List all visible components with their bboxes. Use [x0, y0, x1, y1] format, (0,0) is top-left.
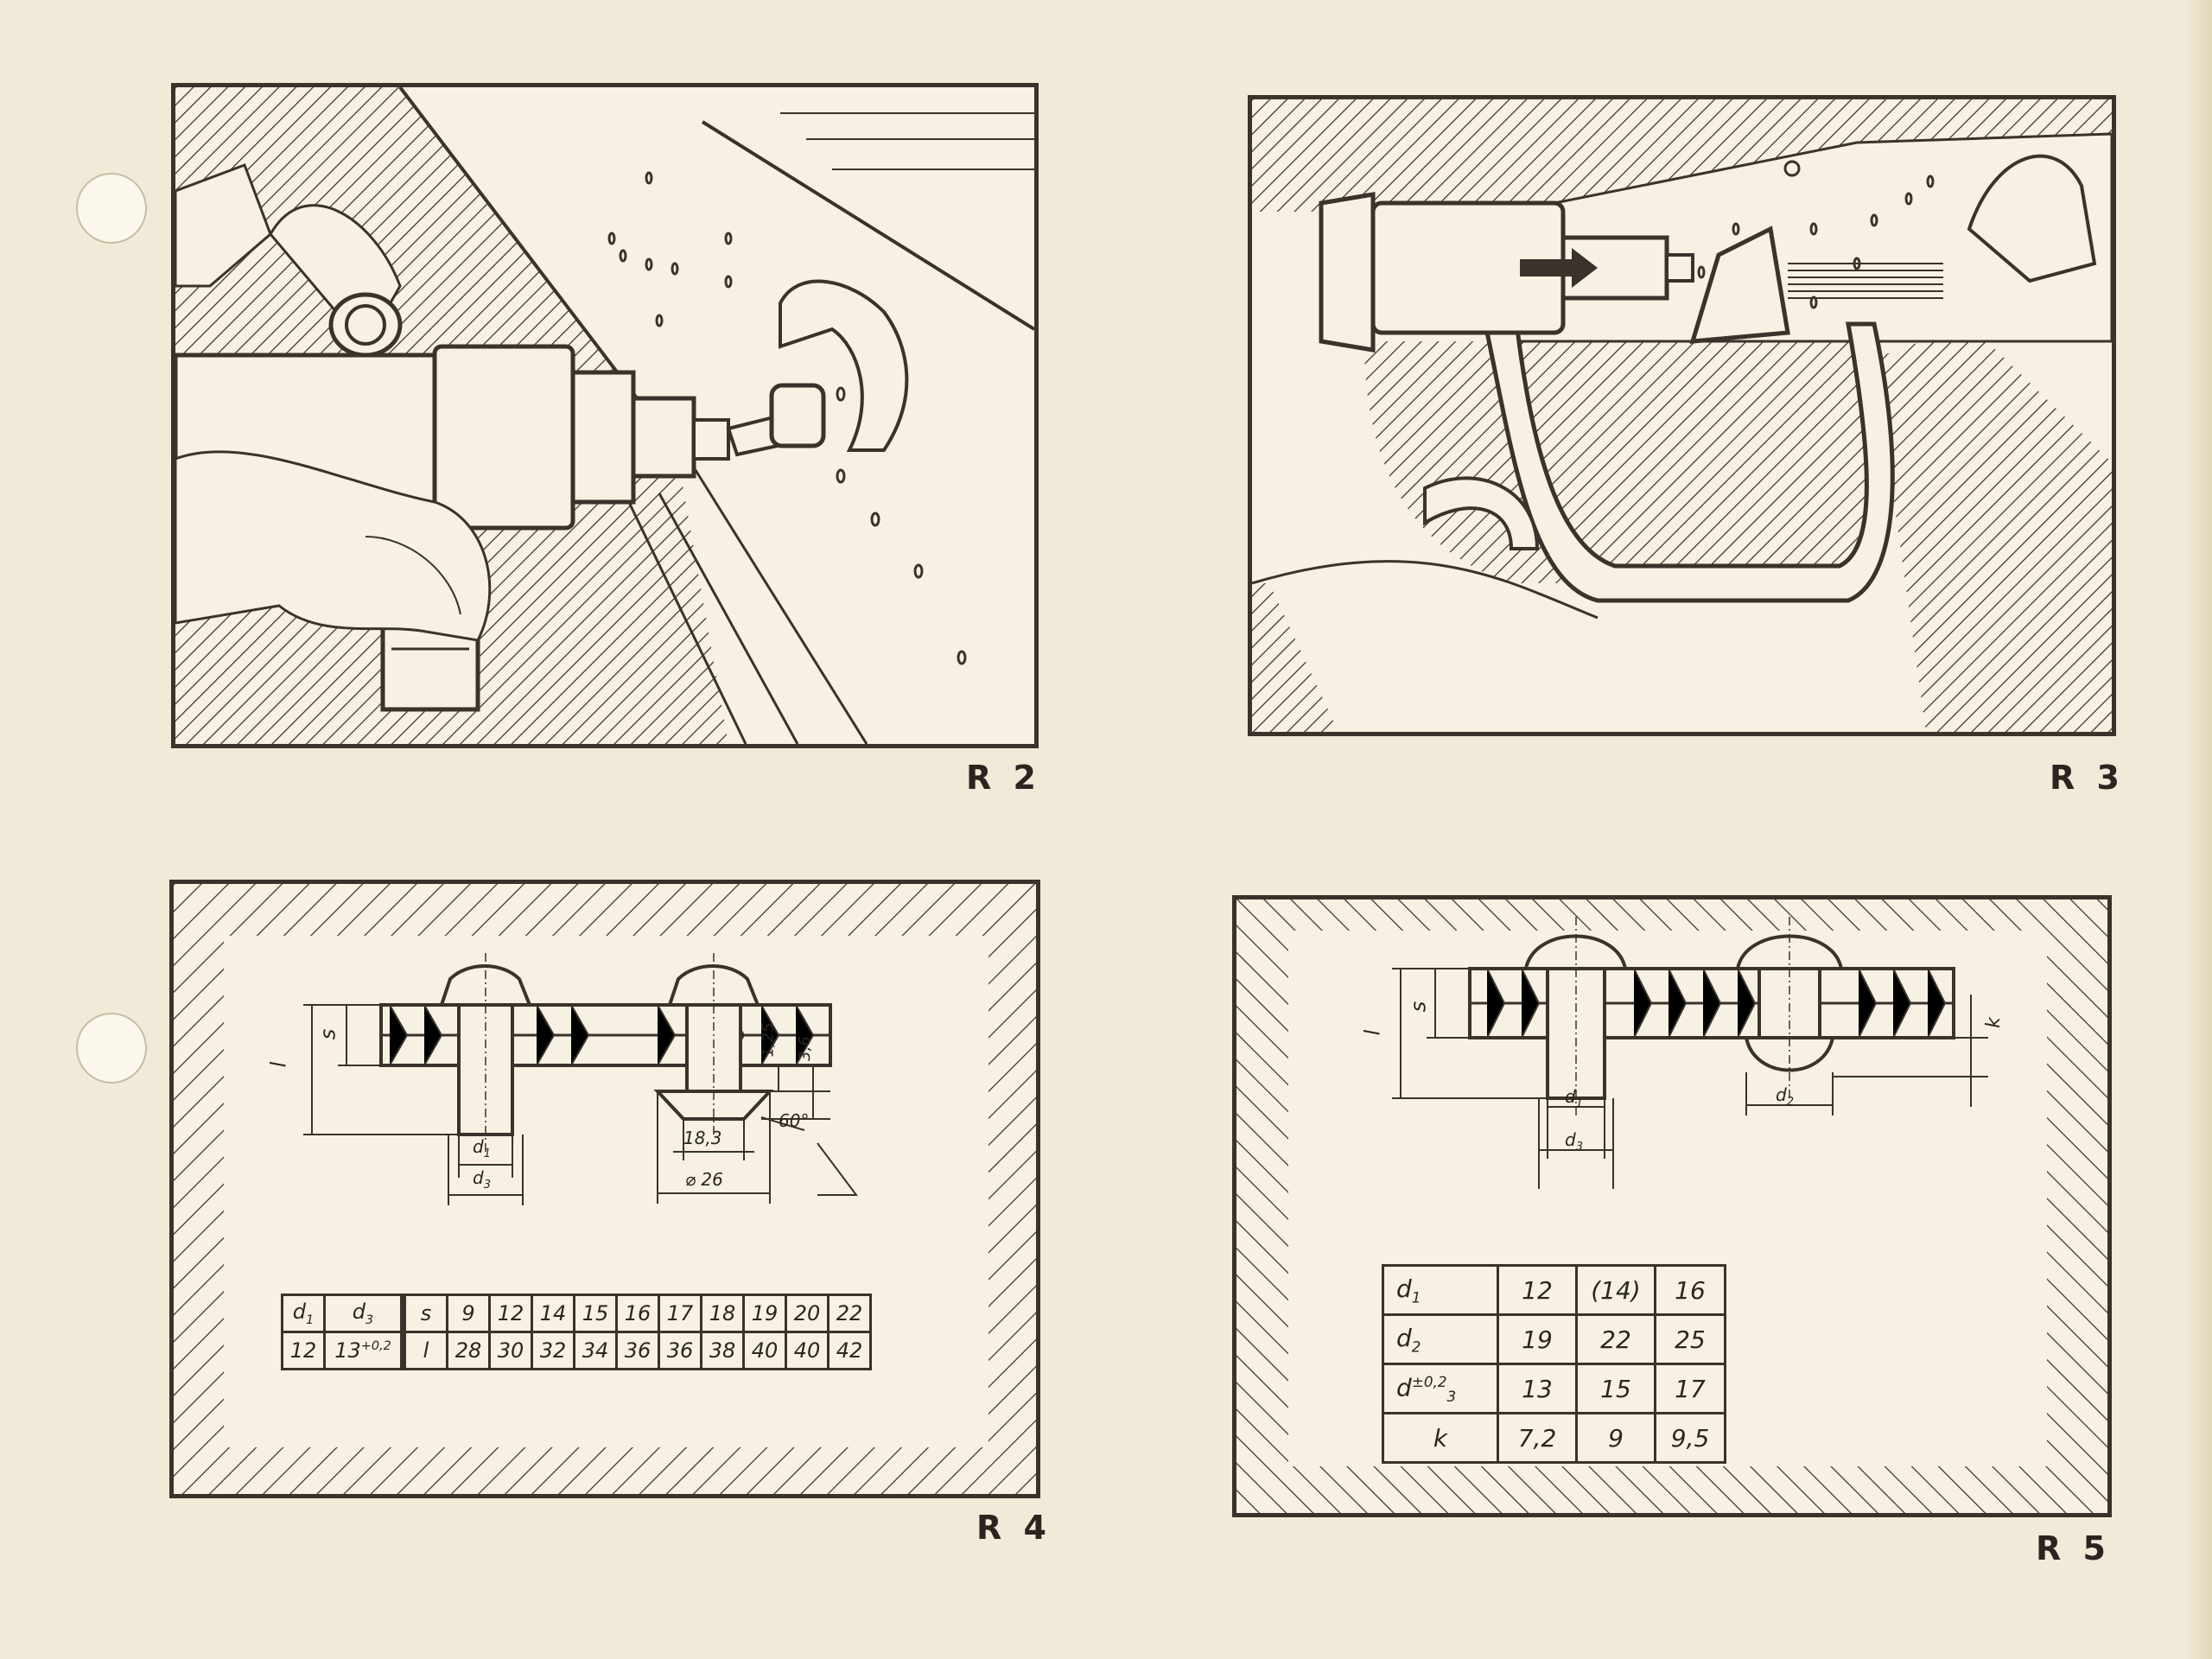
r5-dim-d2: d2 — [1776, 1084, 1794, 1109]
r5-dim-d1: d1 — [1565, 1086, 1583, 1110]
r4-dim-l: l — [266, 1061, 291, 1068]
punch-hole-top — [76, 173, 147, 244]
r5-hatch-border — [1236, 899, 2107, 1513]
r4-dim-angle: 60° — [779, 1110, 810, 1131]
table-row: d1 12 (14) 16 — [1382, 1264, 1726, 1316]
r2-drill-illustration — [175, 87, 1034, 744]
table-row: d±0,23 13 15 17 — [1382, 1363, 1726, 1414]
table-row: k 7,2 9 9,5 — [1382, 1412, 1726, 1464]
r4-hatch-border — [174, 884, 1036, 1494]
figure-r3 — [1248, 95, 2116, 736]
table-row: d2 19 22 25 — [1382, 1313, 1726, 1365]
r4-dim-a: 1,25 — [759, 1022, 778, 1058]
r4-dim-s: s — [315, 1028, 340, 1040]
figure-label-r2: R 2 — [966, 759, 1041, 797]
r5-spec-table: d1 12 (14) 16 d2 19 22 25 d±0,23 13 15 1… — [1382, 1264, 1726, 1464]
r5-dim-l: l — [1360, 1029, 1385, 1036]
table-row: d1 d3 s 9 12 14 15 16 17 18 19 20 22 — [281, 1294, 872, 1333]
r5-dim-k: k — [1982, 1017, 2005, 1028]
figure-r4: l s 1,25 3,6 d1 d3 18,3 ⌀ 26 60° d1 d3 s… — [169, 880, 1040, 1498]
r4-dim-c: 18,3 — [683, 1128, 722, 1148]
figure-label-r3: R 3 — [2050, 759, 2125, 797]
r4-dim-d3: d3 — [473, 1167, 491, 1192]
r4-dim-b: 3,6 — [795, 1036, 814, 1061]
page-edge — [2186, 0, 2212, 1659]
r4-spec-table: d1 d3 s 9 12 14 15 16 17 18 19 20 22 12 … — [281, 1294, 872, 1370]
figure-r5: l s k d1 d3 d2 d1 12 (14) 16 d2 19 22 25… — [1232, 895, 2112, 1517]
punch-hole-bottom — [76, 1013, 147, 1084]
figure-r2 — [171, 83, 1039, 748]
r4-dim-d1: d1 — [473, 1136, 491, 1160]
r3-riveting-illustration — [1252, 99, 2112, 732]
table-row: 12 13+0,2 l 28 30 32 34 36 36 38 40 40 4… — [281, 1331, 872, 1370]
r5-dim-d3: d3 — [1565, 1129, 1583, 1154]
figure-label-r4: R 4 — [976, 1509, 1052, 1547]
r5-dim-s: s — [1406, 1001, 1431, 1013]
r4-dim-d: ⌀ 26 — [685, 1169, 723, 1190]
figure-label-r5: R 5 — [2036, 1529, 2111, 1567]
